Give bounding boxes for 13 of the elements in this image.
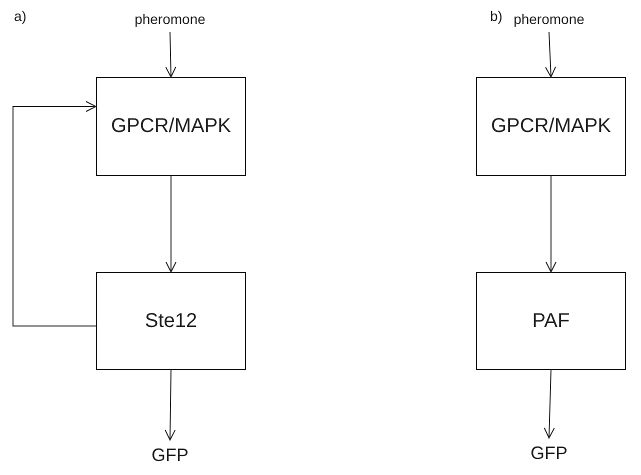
process-box: GPCR/MAPK	[96, 77, 246, 176]
arrow	[164, 370, 176, 440]
arrow	[165, 32, 176, 78]
panel-label: b)	[490, 8, 502, 24]
panel-label: a)	[14, 8, 26, 24]
process-box: Ste12	[96, 272, 246, 370]
arrow	[545, 32, 556, 78]
arrow	[546, 176, 556, 272]
process-box: GPCR/MAPK	[476, 77, 626, 176]
arrow	[12, 101, 96, 326]
process-box: PAF	[476, 272, 626, 370]
arrow	[166, 176, 176, 272]
arrow	[544, 370, 555, 438]
